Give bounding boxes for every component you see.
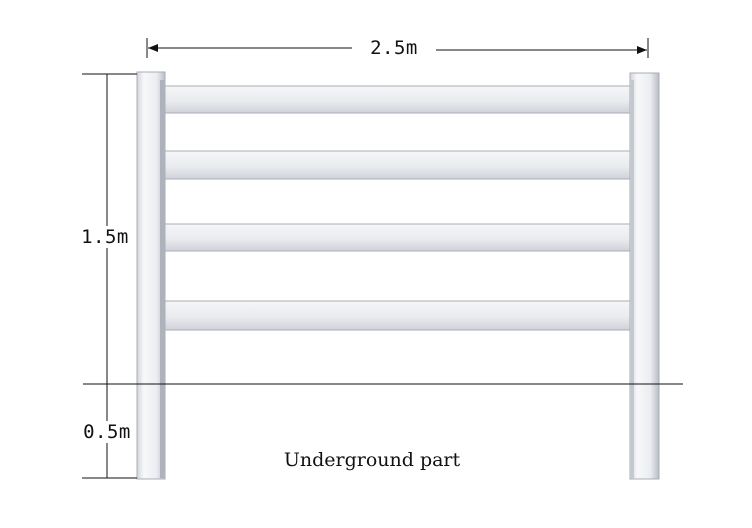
depth-dimension: 0.5m — [80, 384, 137, 479]
fence-post-left — [136, 71, 166, 480]
arrow-left-icon — [148, 44, 158, 52]
underground-caption: Underground part — [284, 449, 461, 471]
fence-post-right — [629, 72, 660, 480]
fence-rail-2 — [161, 150, 637, 180]
width-dimension: 2.5m — [146, 37, 649, 59]
fence-rail-1 — [161, 85, 637, 114]
height-label: 1.5m — [81, 226, 129, 248]
fence-rail-4 — [161, 300, 637, 331]
width-label: 2.5m — [370, 37, 418, 59]
depth-label: 0.5m — [83, 421, 131, 443]
fence-rail-3 — [161, 223, 637, 252]
fence-rails — [161, 85, 637, 331]
height-dimension: 1.5m — [80, 73, 137, 384]
arrow-right-icon — [637, 46, 647, 54]
